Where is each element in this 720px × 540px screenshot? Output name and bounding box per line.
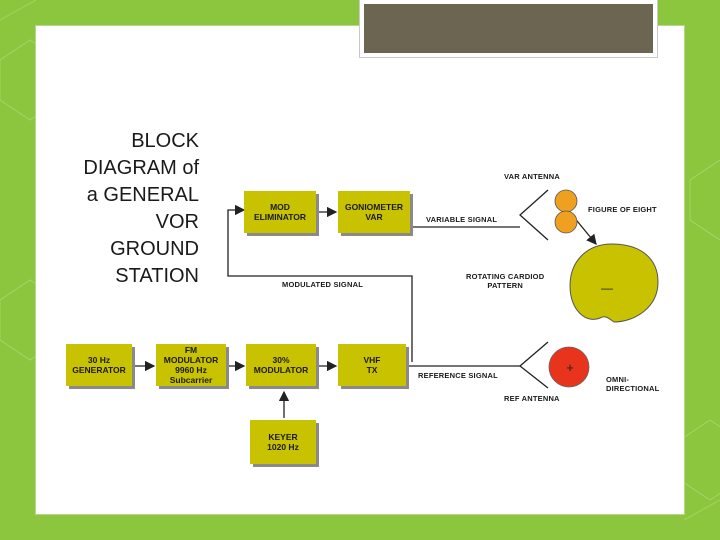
lobe-upper-icon	[554, 189, 578, 213]
omni-directional-line: OMNI-	[606, 375, 630, 384]
block-label: ELIMINATOR	[253, 212, 307, 222]
plus-sign: +	[566, 360, 574, 375]
lobe-lower-icon	[554, 210, 578, 234]
block-label: 30%	[272, 355, 290, 365]
block-label: Subcarrier	[169, 375, 213, 385]
omni-pattern-icon	[548, 346, 590, 388]
modulated-signal-line	[227, 204, 413, 362]
variable-signal-label: VARIABLE SIGNAL	[426, 215, 498, 224]
block-label: MOD	[270, 202, 290, 212]
rotating-cardioid-line: PATTERN	[487, 281, 524, 290]
ref-antenna-icon	[518, 341, 549, 389]
var-antenna-icon	[519, 189, 549, 241]
omni-directional-label: OMNI- DIRECTIONAL	[606, 375, 659, 393]
title-line: GROUND	[110, 238, 199, 260]
title-line: BLOCK	[131, 130, 199, 152]
ref-antenna-label: REF ANTENNA	[504, 394, 560, 403]
block-label: MODULATOR	[253, 365, 309, 375]
block-label: VHF	[363, 355, 381, 365]
block-label: TX	[366, 365, 378, 375]
var-antenna-label: VAR ANTENNA	[504, 172, 560, 181]
block-label: VAR	[365, 212, 383, 222]
title-tab	[360, 0, 657, 57]
cardioid-pattern-icon	[569, 243, 659, 323]
title-line: a GENERAL	[86, 184, 199, 206]
rotating-cardioid-line: ROTATING CARDIOD	[466, 272, 545, 281]
slide-title: BLOCK DIAGRAM of a GENERAL VOR GROUND ST…	[19, 128, 199, 290]
omni-directional-line: DIRECTIONAL	[606, 384, 660, 393]
rotating-cardioid-label: ROTATING CARDIOD PATTERN	[466, 272, 544, 290]
title-line: DIAGRAM of	[83, 157, 199, 179]
am-modulator-block: 30%MODULATOR	[246, 344, 316, 386]
minus-sign: —	[601, 281, 613, 295]
title-line: VOR	[155, 211, 199, 233]
block-label: FM	[184, 345, 198, 355]
block-label: 9960 Hz	[175, 365, 207, 375]
block-label: MODULATOR	[163, 355, 219, 365]
block-label: GENERATOR	[72, 365, 126, 375]
block-label: GONIOMETER	[344, 202, 404, 212]
modulated-signal-label: MODULATED SIGNAL	[282, 280, 363, 289]
figure-of-eight-label: FIGURE OF EIGHT	[588, 205, 657, 214]
block-label: 30 Hz	[87, 355, 111, 365]
block-label: 1020 Hz	[267, 442, 299, 452]
reference-signal-label: REFERENCE SIGNAL	[418, 371, 498, 380]
title-line: STATION	[115, 265, 199, 287]
block-label: KEYER	[268, 432, 298, 442]
